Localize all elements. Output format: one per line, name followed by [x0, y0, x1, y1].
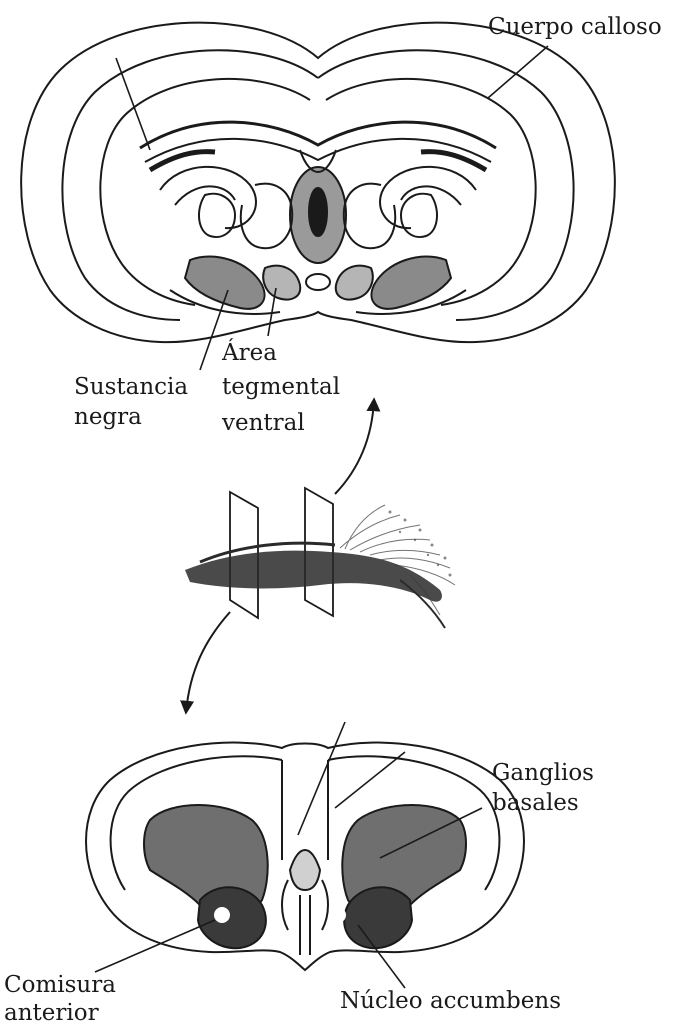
nucleus-accumbens-right	[344, 887, 412, 948]
label-ganglios-basales-line2: basales	[492, 790, 579, 817]
dopaminergic-projection	[185, 400, 455, 712]
anterior-commissure-right	[331, 908, 345, 922]
anterior-commissure-leader	[95, 920, 215, 972]
label-cuerpo-calloso: Cuerpo calloso	[488, 14, 662, 41]
label-comisura-anterior-line2: anterior	[4, 1000, 99, 1027]
label-sustancia-negra-line2: negra	[74, 404, 142, 431]
label-vta-line1: Área	[222, 340, 277, 367]
anterior-commissure-left	[215, 908, 229, 922]
nucleus-accumbens-left	[198, 887, 266, 948]
label-ganglios-basales-line1: Ganglios	[492, 760, 594, 787]
label-vta-line2: tegmental	[222, 374, 340, 401]
arrow-to-midbrain	[335, 400, 374, 494]
forebrain-coronal-section	[86, 743, 524, 970]
label-sustancia-negra-line1: Sustancia	[74, 374, 188, 401]
arrow-to-forebrain	[186, 612, 230, 712]
midbrain-coronal-section	[21, 23, 615, 343]
label-nucleo-accumbens: Núcleo accumbens	[340, 988, 561, 1015]
label-comisura-anterior-line1: Comisura	[4, 972, 116, 999]
label-vta-line3: ventral	[222, 410, 305, 437]
vta-shape	[263, 266, 300, 300]
